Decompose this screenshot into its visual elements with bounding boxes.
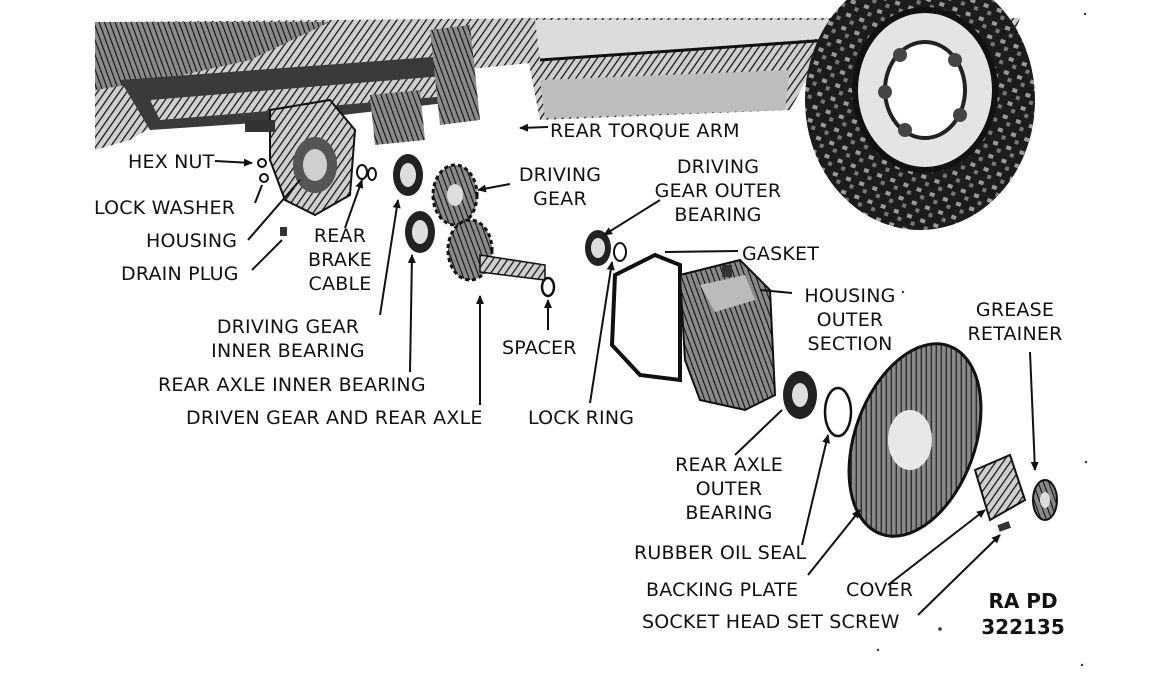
label-lock-ring: LOCK RING — [528, 407, 635, 429]
gasket-and-outer-housing — [609, 252, 853, 438]
label-backing-plate: BACKING PLATE — [646, 579, 799, 601]
figure-id-line: 322135 — [981, 615, 1065, 639]
label-hex-nut: HEX NUT — [128, 151, 215, 173]
label-line: RETAINER — [967, 323, 1063, 345]
label-line: HOUSING — [804, 285, 896, 307]
scan-specks — [876, 12, 1088, 667]
label-line: SECTION — [807, 333, 893, 355]
label-line: DRIVING — [518, 164, 602, 186]
label-line: GREASE — [975, 299, 1055, 321]
bearings-and-gears — [393, 154, 627, 298]
label-line: CABLE — [308, 273, 372, 295]
label-housing: HOUSING — [146, 230, 238, 252]
label-rear-axle-outer-bearing: REAR AXLE OUTER BEARING — [660, 453, 798, 525]
label-socket-head-set-screw: SOCKET HEAD SET SCREW — [642, 611, 900, 633]
label-driving-gear-inner-bearing: DRIVING GEAR INNER BEARING — [198, 315, 378, 363]
label-line: BRAKE — [308, 249, 372, 271]
label-driven-gear-and-rear-axle: DRIVEN GEAR AND REAR AXLE — [186, 407, 483, 429]
label-line: GEAR OUTER — [654, 180, 782, 202]
label-housing-outer-section: HOUSING OUTER SECTION — [790, 284, 910, 356]
vehicle-chassis — [95, 18, 1020, 150]
backing-plate-assembly — [847, 342, 1058, 538]
label-line: REAR AXLE — [675, 454, 783, 476]
label-spacer: SPACER — [502, 337, 577, 359]
label-line: REAR — [313, 225, 367, 247]
figure-id-line: RA PD — [988, 589, 1058, 613]
label-line: DRIVING GEAR — [216, 316, 360, 338]
label-line: BEARING — [674, 204, 762, 226]
label-line: GEAR — [533, 188, 587, 210]
label-line: OUTER — [816, 309, 884, 331]
label-gasket: GASKET — [742, 243, 820, 265]
label-line: OUTER — [695, 478, 763, 500]
label-rear-torque-arm: REAR TORQUE ARM — [550, 120, 740, 142]
label-drain-plug: DRAIN PLUG — [121, 263, 239, 285]
label-line: BEARING — [685, 502, 773, 524]
label-line: DRIVING — [676, 156, 760, 178]
leader-lines — [214, 123, 1039, 616]
label-driving-gear: DRIVING GEAR — [505, 163, 615, 211]
label-cover: COVER — [846, 579, 914, 601]
figure-reference-number: RA PD 322135 — [968, 588, 1078, 640]
label-line: INNER BEARING — [211, 340, 365, 362]
label-lock-washer: LOCK WASHER — [94, 197, 236, 219]
label-rear-axle-inner-bearing: REAR AXLE INNER BEARING — [158, 374, 426, 396]
label-grease-retainer: GREASE RETAINER — [955, 298, 1075, 346]
inner-housing — [245, 98, 357, 217]
label-rear-brake-cable: REAR BRAKE CABLE — [296, 224, 384, 296]
tire — [805, 0, 1035, 230]
label-rubber-oil-seal: RUBBER OIL SEAL — [634, 542, 807, 564]
label-driving-gear-outer-bearing: DRIVING GEAR OUTER BEARING — [648, 155, 788, 227]
small-hardware — [257, 158, 377, 236]
